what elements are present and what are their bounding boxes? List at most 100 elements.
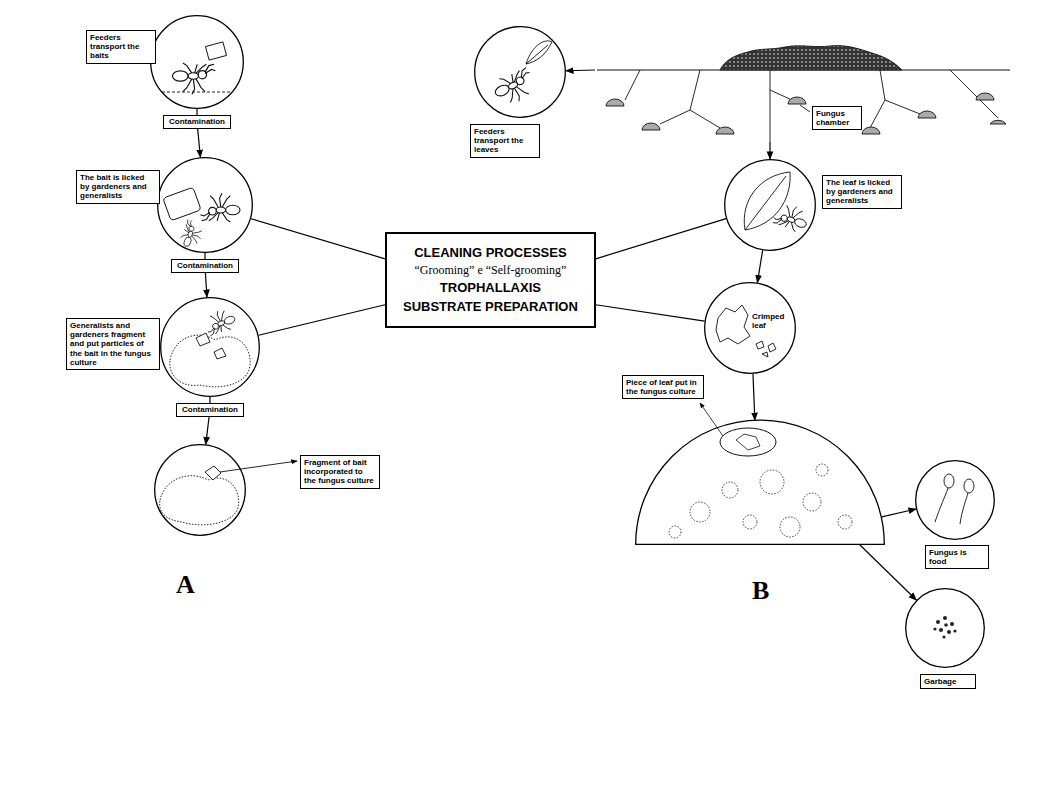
label-box: Crimped leaf (752, 312, 788, 330)
nest (720, 46, 902, 70)
licked-leaf (744, 172, 811, 235)
bait-carrying-ant (173, 63, 216, 94)
licked-leaf (772, 201, 811, 235)
fungus-culture-dome: Piece of leaf put in the fungus culture (635, 420, 885, 545)
nest (800, 105, 810, 112)
nest (862, 127, 880, 134)
node-label: The bait is licked by gardeners and gene… (80, 173, 156, 201)
nest-illustration: Fungus chamber (595, 20, 1015, 142)
bait-fragment (220, 461, 297, 472)
connector (198, 129, 201, 157)
licked-leaf (745, 176, 786, 230)
fungus-garden (720, 428, 776, 456)
connector (206, 417, 209, 445)
fungus-food (960, 493, 968, 524)
nest (716, 127, 734, 134)
label-box: Feeders transport the leaves (470, 124, 540, 158)
label-box: Feeders transport the baits (86, 30, 156, 64)
fungus-garden (838, 515, 852, 529)
nest (976, 93, 994, 100)
fungus-culture (214, 348, 226, 359)
illustration-circle: Fungus is food (915, 460, 995, 540)
label-box: Garbage (920, 674, 976, 689)
fungus-food (944, 474, 954, 488)
nest (770, 90, 792, 100)
circle-outline (916, 461, 995, 540)
circle-outline (155, 445, 246, 536)
fungus-culture (202, 307, 237, 337)
fungus-food (964, 479, 974, 493)
fungus-culture (170, 335, 250, 387)
crimped-leaf (768, 343, 776, 352)
circle-outline (724, 159, 816, 251)
fungus-garden (816, 464, 828, 476)
fungus-garden (803, 493, 821, 511)
circle-outline (906, 589, 985, 668)
fungus-culture (196, 333, 210, 346)
label-box: Fungus is food (925, 545, 989, 569)
circle-outline (915, 460, 995, 540)
node-label: Feeders transport the baits (90, 33, 152, 61)
contamination-box: Contamination (176, 403, 244, 417)
box-label: Contamination (169, 117, 225, 127)
dome-outline (635, 420, 885, 545)
label-box: Piece of leaf put in the fungus culture (622, 375, 704, 399)
node-label: The leaf is licked by gardeners and gene… (826, 178, 898, 206)
nest (606, 99, 624, 106)
garbage-dots (936, 620, 940, 624)
fungus-garden (722, 482, 738, 498)
node-label: Fungus is food (929, 548, 985, 566)
node-label: Garbage (924, 677, 972, 686)
illustration-circle: The bait is licked by gardeners and gene… (157, 157, 253, 253)
crimped-leaf (716, 305, 750, 344)
label-box: The bait is licked by gardeners and gene… (76, 170, 160, 204)
crimped-leaf (762, 352, 768, 357)
garbage-dots (947, 630, 951, 634)
label-box: The leaf is licked by gardeners and gene… (822, 175, 902, 209)
contamination-box: Contamination (163, 115, 231, 129)
circle-outline (154, 444, 246, 536)
connector (566, 69, 595, 71)
nest (950, 70, 998, 118)
contamination-box: Contamination (171, 259, 239, 273)
nest (990, 120, 1006, 124)
garbage-dots (943, 616, 947, 620)
connector (757, 250, 762, 282)
circle-outline (705, 283, 796, 374)
connector (205, 273, 206, 297)
nest (770, 70, 771, 142)
nest (870, 70, 920, 128)
bait-licking (163, 187, 201, 220)
label-box: Fungus chamber (812, 106, 862, 130)
illustration-circle: The leaf is licked by gardeners and gene… (724, 159, 816, 251)
bait-fragment (160, 476, 239, 525)
circle-outline (475, 27, 566, 118)
node-label: Fragment of bait incorporated to the fun… (304, 458, 376, 486)
nest (642, 123, 660, 130)
connector (596, 305, 705, 321)
circle-outline (160, 297, 260, 397)
connector (596, 219, 726, 259)
process-text: “Grooming” e “Self-grooming” (403, 263, 578, 278)
fungus-food (935, 474, 974, 524)
leaf-carrying-ant (491, 66, 539, 109)
node-label: Feeders transport the leaves (474, 127, 536, 155)
garbage-dots (944, 623, 948, 627)
connector (251, 219, 385, 259)
garbage-dots (933, 627, 936, 630)
illustration-circle: Feeders transport the baits (150, 15, 244, 109)
node-label: Fungus chamber (816, 109, 858, 127)
nest (918, 111, 936, 118)
leaf-carrying-ant (526, 41, 552, 64)
fungus-culture (170, 307, 250, 387)
fungus-garden (736, 434, 760, 450)
circle-outline (704, 282, 796, 374)
leaf-carrying-ant (491, 41, 552, 109)
circle-outline (905, 588, 985, 668)
illustration-circle: Crimped leaf (704, 282, 796, 374)
connector (259, 305, 385, 336)
label-box: Fragment of bait incorporated to the fun… (300, 455, 380, 489)
